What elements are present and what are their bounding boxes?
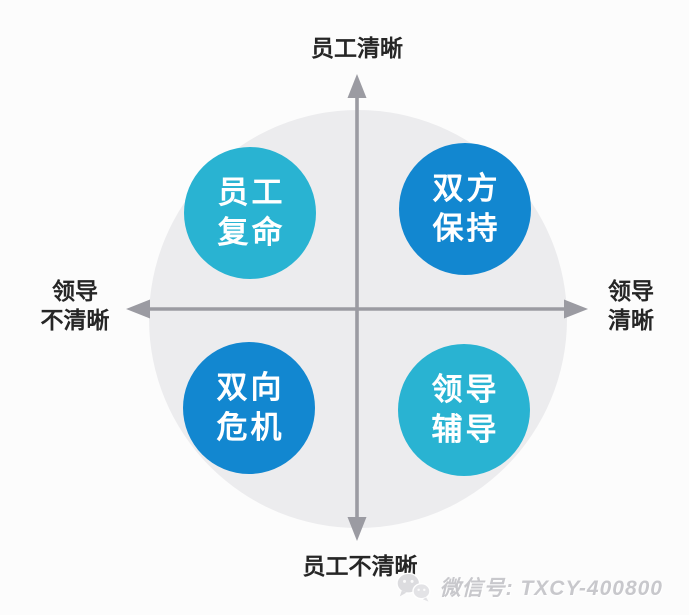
wechat-icon <box>395 572 431 602</box>
axis-label-line1: 领导 <box>608 278 654 304</box>
bubble-label-line1: 双方 <box>432 171 501 206</box>
quadrant-bubble-bottom-right: 领导 辅导 <box>398 344 530 476</box>
axis-label-line2: 清晰 <box>608 307 654 333</box>
arrow-right-icon <box>564 299 588 319</box>
axis-label-text: 员工清晰 <box>311 35 403 61</box>
arrow-left-icon <box>126 299 150 319</box>
quadrant-bubble-top-left: 员工 复命 <box>184 147 316 279</box>
bubble-label-line1: 领导 <box>431 372 500 407</box>
bubble-label-line2: 辅导 <box>431 412 500 447</box>
bubble-label-line1: 员工 <box>217 175 286 210</box>
arrow-down-icon <box>347 517 367 541</box>
axis-label-leader-unclear: 领导 不清晰 <box>41 277 110 335</box>
axis-label-text: 员工不清晰 <box>302 553 418 579</box>
bubble-label-line1: 双向 <box>216 370 285 405</box>
bubble-label-line2: 复命 <box>217 215 286 250</box>
axis-label-line2: 不清晰 <box>40 307 110 333</box>
bubble-label-line2: 保持 <box>432 211 501 246</box>
arrow-up-icon <box>347 74 367 98</box>
watermark: 微信号: TXCY-400800 <box>394 571 663 603</box>
axis-label-employee-unclear: 员工不清晰 <box>303 552 418 581</box>
watermark-text: 微信号: TXCY-400800 <box>439 577 663 600</box>
bubble-label-line2: 危机 <box>216 410 285 445</box>
axis-label-employee-clear: 员工清晰 <box>311 34 403 63</box>
quadrant-bubble-bottom-left: 双向 危机 <box>183 342 315 474</box>
axis-label-line1: 领导 <box>52 278 98 304</box>
quadrant-bubble-top-right: 双方 保持 <box>399 143 531 275</box>
axis-label-leader-clear: 领导 清晰 <box>608 277 654 335</box>
